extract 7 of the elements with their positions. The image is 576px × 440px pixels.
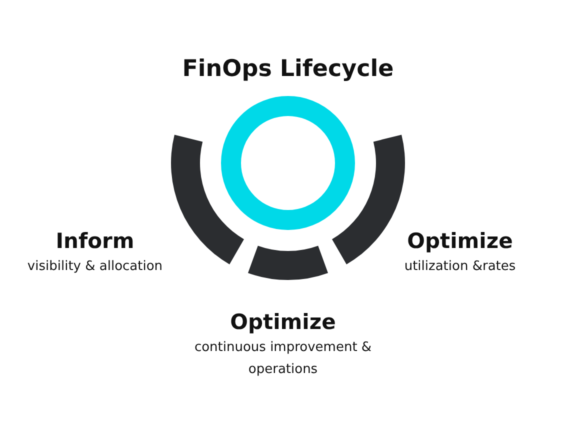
stage-heading: Optimize xyxy=(230,309,336,336)
diagram-title: FinOps Lifecycle xyxy=(181,56,395,82)
stage-heading: Optimize xyxy=(407,228,513,255)
stage-description: utilization &rates xyxy=(403,258,517,276)
stage-description: continuous improvement & operations xyxy=(193,339,373,379)
stage-description: visibility & allocation xyxy=(26,258,164,276)
stage-heading: Inform xyxy=(56,228,134,255)
